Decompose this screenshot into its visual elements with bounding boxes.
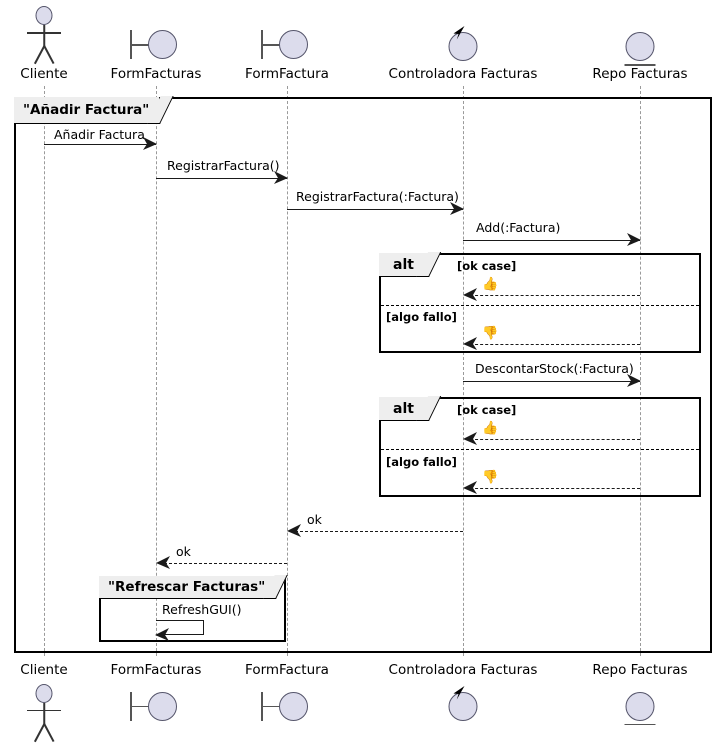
participant-label: Cliente — [20, 662, 68, 678]
participant-footer-cliente[interactable]: Cliente — [0, 662, 104, 746]
message-line-return-2 — [470, 344, 640, 345]
message-line-ok-1 — [295, 531, 463, 532]
message-line-descontarstock — [463, 381, 640, 382]
message-label-add-factura: Add(:Factura) — [476, 220, 561, 235]
participant-label: Controladora Facturas — [388, 66, 538, 82]
self-message-segment-top — [156, 620, 204, 621]
actor-stick-figure-icon — [0, 4, 104, 68]
group-tab-label: "Añadir Factura" — [23, 102, 150, 118]
message-line-registrarfactura — [156, 178, 287, 179]
message-label-registrarfactura-factura: RegistrarFactura(:Factura) — [296, 189, 459, 204]
participant-footer-controladora-facturas[interactable]: Controladora Facturas — [368, 662, 558, 728]
group-tab-anadir-factura: "Añadir Factura" — [14, 96, 174, 124]
alt-guard-1-fail: [algo fallo] — [386, 310, 457, 324]
alt-guard-2-ok: [ok case] — [457, 403, 517, 417]
control-icon — [368, 682, 558, 728]
message-line-return-1 — [470, 295, 640, 296]
participant-label: FormFactura — [245, 662, 329, 678]
participant-header-formfactura[interactable]: FormFactura — [222, 22, 352, 82]
alt-divider-2 — [381, 449, 699, 450]
entity-icon — [570, 686, 710, 728]
group-tab-label: "Refrescar Facturas" — [108, 579, 266, 595]
lifeline-repo — [640, 86, 641, 656]
lifeline-controladora — [463, 86, 464, 656]
message-line-return-4 — [470, 488, 640, 489]
participant-footer-formfactura[interactable]: FormFactura — [222, 662, 352, 730]
participant-footer-repo-facturas[interactable]: Repo Facturas — [570, 662, 710, 728]
participant-label: FormFacturas — [110, 66, 202, 82]
message-label-ok-1: ok — [307, 512, 322, 527]
participant-footer-formfacturas[interactable]: FormFacturas — [91, 662, 221, 730]
message-label-thumbs-down-1: 👎 — [482, 326, 499, 341]
self-message-segment-right — [203, 620, 204, 635]
participant-header-repo-facturas[interactable]: Repo Facturas — [570, 26, 710, 82]
actor-stick-figure-icon — [0, 682, 104, 746]
participant-label: Repo Facturas — [592, 662, 688, 678]
message-label-thumbs-up-1: 👍 — [482, 277, 499, 292]
message-label-ok-2: ok — [176, 544, 191, 559]
alt-tab-2: alt — [379, 396, 442, 421]
group-frame-anadir-factura — [14, 97, 712, 653]
participant-label: Controladora Facturas — [388, 662, 538, 678]
alt-guard-2-fail: [algo fallo] — [386, 455, 457, 469]
participant-header-controladora-facturas[interactable]: Controladora Facturas — [368, 22, 558, 82]
boundary-icon — [222, 22, 352, 68]
message-line-registrarfactura-factura — [287, 209, 463, 210]
alt-frame-2 — [379, 397, 701, 497]
boundary-icon — [91, 684, 221, 730]
participant-header-cliente[interactable]: Cliente — [0, 4, 104, 82]
lifeline-formfacturas — [156, 86, 157, 656]
control-icon — [368, 22, 558, 68]
alt-operator-label: alt — [393, 400, 414, 417]
alt-tab-1: alt — [379, 252, 442, 277]
message-line-return-3 — [470, 439, 640, 440]
message-line-anadir-factura — [44, 144, 156, 145]
lifeline-formfactura — [287, 86, 288, 656]
lifeline-cliente — [44, 86, 45, 656]
entity-icon — [570, 26, 710, 68]
message-label-descontarstock: DescontarStock(:Factura) — [475, 361, 634, 376]
message-label-refreshgui: RefreshGUI() — [162, 602, 242, 617]
participant-label: FormFacturas — [110, 662, 202, 678]
alt-guard-1-ok: [ok case] — [457, 259, 517, 273]
alt-operator-label: alt — [393, 256, 414, 273]
alt-frame-1 — [379, 253, 701, 353]
participant-label: Repo Facturas — [592, 66, 688, 82]
message-label-thumbs-down-2: 👎 — [482, 470, 499, 485]
message-label-anadir-factura: Añadir Factura — [54, 127, 145, 142]
message-label-registrarfactura: RegistrarFactura() — [167, 158, 280, 173]
group-tab-refrescar-facturas: "Refrescar Facturas" — [99, 575, 288, 599]
participant-label: Cliente — [20, 66, 68, 82]
message-line-ok-2 — [164, 563, 287, 564]
boundary-icon — [91, 22, 221, 68]
participant-label: FormFactura — [245, 66, 329, 82]
participant-header-formfacturas[interactable]: FormFacturas — [91, 22, 221, 82]
alt-divider-1 — [381, 305, 699, 306]
message-label-thumbs-up-2: 👍 — [482, 421, 499, 436]
self-message-segment-bottom — [165, 634, 204, 635]
message-line-add-factura — [463, 240, 640, 241]
boundary-icon — [222, 684, 352, 730]
